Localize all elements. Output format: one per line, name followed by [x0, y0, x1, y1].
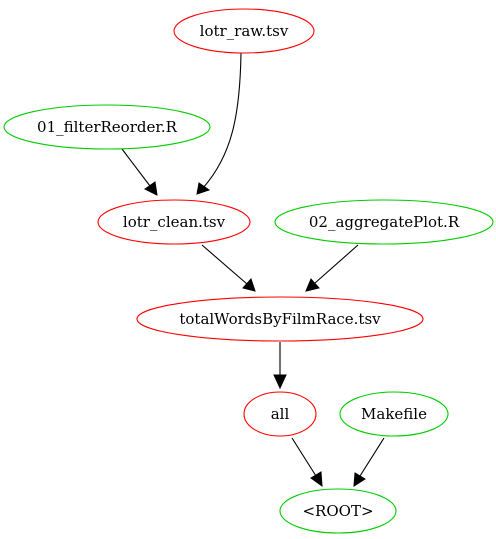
arrowhead: [273, 374, 287, 390]
node-label: 01_filterReorder.R: [37, 118, 178, 136]
node-total-words[interactable]: totalWordsByFilmRace.tsv: [136, 296, 424, 342]
node-label: all: [271, 405, 290, 423]
edge-aggregate-to-total: [314, 244, 359, 284]
node-filter-reorder[interactable]: 01_filterReorder.R: [3, 104, 211, 150]
node-label: totalWordsByFilmRace.tsv: [179, 310, 381, 328]
node-label: Makefile: [361, 405, 427, 423]
arrowhead: [144, 181, 158, 196]
node-aggregate-plot[interactable]: 02_aggregatePlot.R: [274, 199, 494, 245]
edge-lotr-clean-to-total: [201, 244, 248, 285]
edge-lotr-raw-to-lotr-clean: [202, 52, 242, 189]
node-label: lotr_clean.tsv: [123, 213, 226, 231]
arrowhead: [310, 471, 323, 488]
node-lotr-raw[interactable]: lotr_raw.tsv: [173, 8, 315, 54]
nodes: lotr_raw.tsv 01_filterReorder.R lotr_cle…: [3, 8, 494, 534]
arrowhead: [305, 278, 320, 292]
arrowhead: [196, 182, 211, 195]
node-label: lotr_raw.tsv: [200, 22, 289, 40]
node-label: 02_aggregatePlot.R: [309, 213, 460, 231]
arrowhead: [353, 472, 366, 487]
edge-all-to-root: [291, 437, 317, 477]
edges: [121, 52, 385, 488]
arrowhead: [242, 278, 256, 292]
node-makefile[interactable]: Makefile: [339, 391, 449, 437]
node-root[interactable]: <ROOT>: [279, 488, 397, 534]
node-all[interactable]: all: [243, 391, 317, 437]
node-lotr-clean[interactable]: lotr_clean.tsv: [97, 199, 251, 245]
edge-filter-to-lotr-clean: [121, 148, 151, 187]
node-label: <ROOT>: [302, 502, 373, 520]
edge-makefile-to-root: [359, 437, 385, 477]
